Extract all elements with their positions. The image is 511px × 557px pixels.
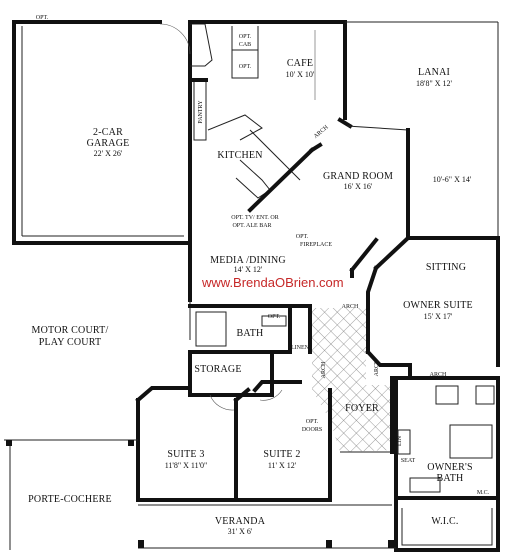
watermark: www.BrendaOBrien.com: [201, 275, 344, 290]
owner-suite-label: OWNER SUITE: [403, 300, 473, 311]
garage-label-1: 2-CAR: [93, 127, 123, 138]
opt-tv-note-2: OPT. ALE BAR: [232, 223, 271, 229]
arch-grand-note: ARCH: [313, 124, 330, 140]
motor-court-label-2: PLAY COURT: [39, 337, 102, 348]
garage-label-2: GARAGE: [87, 138, 130, 149]
porte-cochere-label: PORTE-COCHERE: [28, 494, 112, 505]
kitchen-walls: [188, 20, 347, 213]
grand-room-size: 16' X 16': [344, 182, 373, 191]
media-dining-label: MEDIA /DINING: [210, 255, 286, 266]
lanai-label: LANAI: [418, 67, 450, 78]
garage-walls: [12, 20, 192, 245]
storage-label: STORAGE: [194, 364, 241, 375]
grand-room-label: GRAND ROOM: [323, 171, 393, 182]
opt-doors-note-2: DOORS: [302, 427, 322, 433]
garage-opt-note: OPT.: [36, 15, 49, 21]
veranda-size: 31' X 6': [228, 527, 253, 536]
arch-foyer1-note: ARCH: [321, 361, 327, 378]
lanai-glass-walls: [337, 21, 500, 240]
media-dining-size: 14' X 12': [234, 265, 263, 274]
suite2-door-swing: [259, 389, 283, 401]
storage-door-swing: [209, 394, 235, 411]
owners-bath-label-2: BATH: [437, 473, 464, 484]
suite2-size: 11' X 12': [268, 461, 297, 470]
opt-bath-note: OPT.: [268, 314, 281, 320]
suites-walls: [135, 376, 394, 502]
veranda-outline: [4, 439, 396, 550]
foyer-label: FOYER: [345, 403, 379, 414]
arch-owner-note: ARCH: [342, 304, 359, 310]
garage-door-swing: [159, 23, 191, 55]
lin-note: LIN: [397, 435, 403, 446]
lanai-ext-size: 10'-6" X 14': [433, 175, 472, 184]
suite3-label: SUITE 3: [167, 449, 204, 460]
owners-bath-label-1: OWNER'S: [427, 462, 472, 473]
opt-tv-note-1: OPT. TV/ ENT. OR: [231, 215, 279, 221]
wic-label: W.I.C.: [431, 516, 458, 527]
arch-foyer2-note: ARCH: [374, 359, 380, 376]
opt-doors-note-1: OPT.: [306, 419, 319, 425]
mc-note: M.C.: [477, 490, 490, 496]
motor-court-label-1: MOTOR COURT/: [32, 325, 109, 336]
lanai-size: 18'8" X 12': [416, 79, 452, 88]
opt-cab-note-1: OPT.: [239, 34, 252, 40]
bath-label: BATH: [237, 328, 264, 339]
veranda-label: VERANDA: [215, 516, 266, 527]
kitchen-label: KITCHEN: [217, 150, 262, 161]
garage-size: 22' X 26': [94, 149, 123, 158]
foyer-tile-floor: [312, 308, 392, 452]
owner-suite-size: 15' X 17': [424, 312, 453, 321]
suite2-label: SUITE 2: [263, 449, 300, 460]
sitting-label: SITTING: [426, 262, 466, 273]
linen-note: LINEN: [291, 345, 310, 351]
core-walls: [188, 142, 500, 380]
cafe-size: 10' X 10': [286, 70, 315, 79]
seat-note: SEAT: [401, 458, 416, 464]
opt-fire-note-1: OPT.: [296, 234, 309, 240]
garage-entry-door: [190, 23, 213, 67]
opt-cab-note-2: CAB: [239, 42, 251, 48]
pantry-label: PANTRY: [198, 100, 204, 124]
owner-walls: [394, 376, 500, 552]
arch-bath-note: ARCH: [430, 372, 447, 378]
opt-fire-note-2: FIREPLACE: [300, 242, 332, 248]
opt-note-small: OPT.: [239, 64, 252, 70]
suite3-size: 11'8" X 11'0": [165, 461, 208, 470]
cafe-label: CAFE: [287, 58, 313, 69]
